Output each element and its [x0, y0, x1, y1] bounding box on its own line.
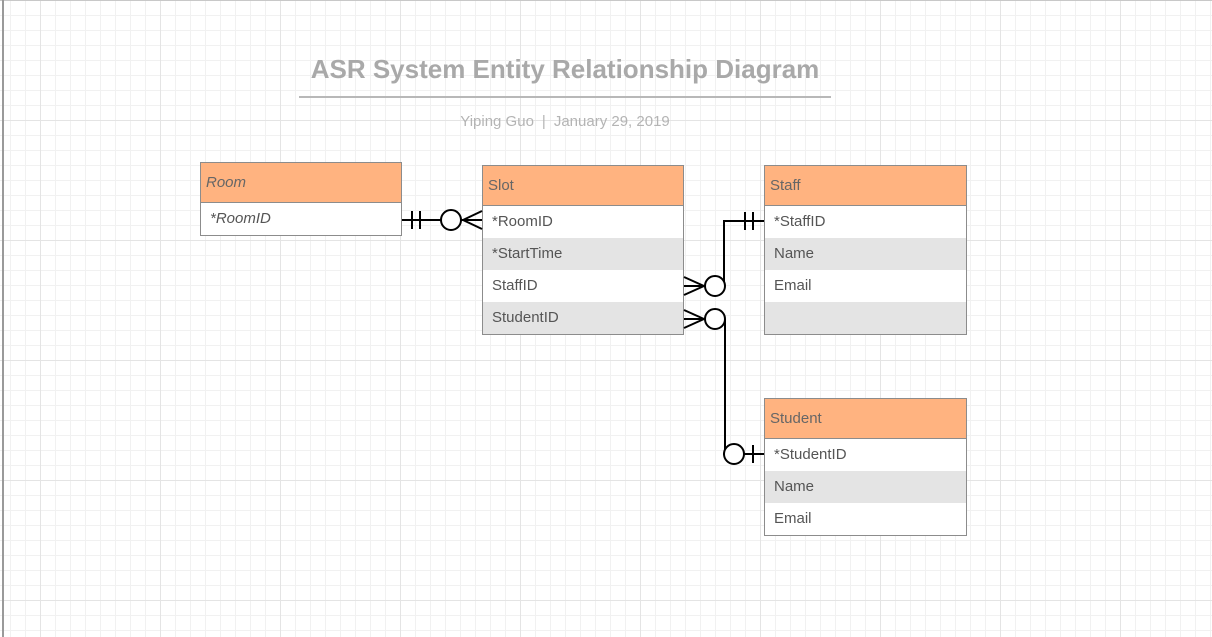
studentid-zero-circle — [704, 308, 726, 330]
studentid-crowfoot-upper — [683, 309, 705, 320]
slot-crowfoot-lower — [462, 219, 483, 230]
slot-zero-circle — [440, 209, 462, 231]
entity-slot-name[interactable]: Slot — [483, 166, 683, 206]
staff-field-email[interactable]: Email — [774, 277, 812, 294]
entity-student[interactable]: Student *StudentID Name Email — [764, 398, 967, 536]
slot-field-roomid[interactable]: *RoomID — [492, 213, 553, 230]
relationship-room-slot[interactable] — [402, 209, 483, 231]
relationship-student-slot[interactable] — [683, 308, 764, 465]
title-underline — [299, 96, 831, 98]
diagram-title[interactable]: ASR System Entity Relationship Diagram — [310, 54, 820, 84]
canvas-top-border — [0, 0, 1212, 1]
author-name: Yiping Guo — [460, 113, 534, 130]
slot-field-studentid[interactable]: StudentID — [483, 302, 683, 334]
canvas-left-border — [2, 0, 4, 637]
slot-field-staffid[interactable]: StaffID — [492, 277, 538, 294]
entity-room-name[interactable]: Room — [201, 163, 401, 203]
staff-slot-line — [723, 220, 764, 286]
relationship-staff-slot[interactable] — [683, 212, 764, 297]
entity-room[interactable]: Room *RoomID — [200, 162, 402, 236]
entity-slot[interactable]: Slot *RoomID *StartTime StaffID StudentI… — [482, 165, 684, 335]
room-field-roomid[interactable]: *RoomID — [210, 210, 271, 227]
staff-field-empty[interactable] — [765, 302, 966, 334]
subtitle-separator: | — [541, 113, 546, 130]
student-field-email[interactable]: Email — [774, 510, 812, 527]
student-zero-circle — [723, 443, 745, 465]
staff-field-staffid[interactable]: *StaffID — [774, 213, 826, 230]
student-field-name[interactable]: Name — [765, 471, 966, 503]
staffid-crowfoot-upper — [683, 276, 705, 287]
studentid-crowfoot-lower — [683, 318, 705, 329]
student-slot-line — [723, 319, 726, 455]
slot-field-starttime[interactable]: *StartTime — [483, 238, 683, 270]
staffid-zero-circle — [704, 275, 726, 297]
diagram-date: January 29, 2019 — [553, 113, 670, 130]
diagram-subtitle[interactable]: Yiping Guo | January 29, 2019 — [300, 113, 830, 130]
entity-staff[interactable]: Staff *StaffID Name Email — [764, 165, 967, 335]
entity-student-name[interactable]: Student — [765, 399, 966, 439]
staff-field-name[interactable]: Name — [765, 238, 966, 270]
entity-staff-name[interactable]: Staff — [765, 166, 966, 206]
student-field-studentid[interactable]: *StudentID — [774, 446, 847, 463]
slot-crowfoot-upper — [462, 210, 483, 221]
staffid-crowfoot-lower — [683, 285, 705, 296]
